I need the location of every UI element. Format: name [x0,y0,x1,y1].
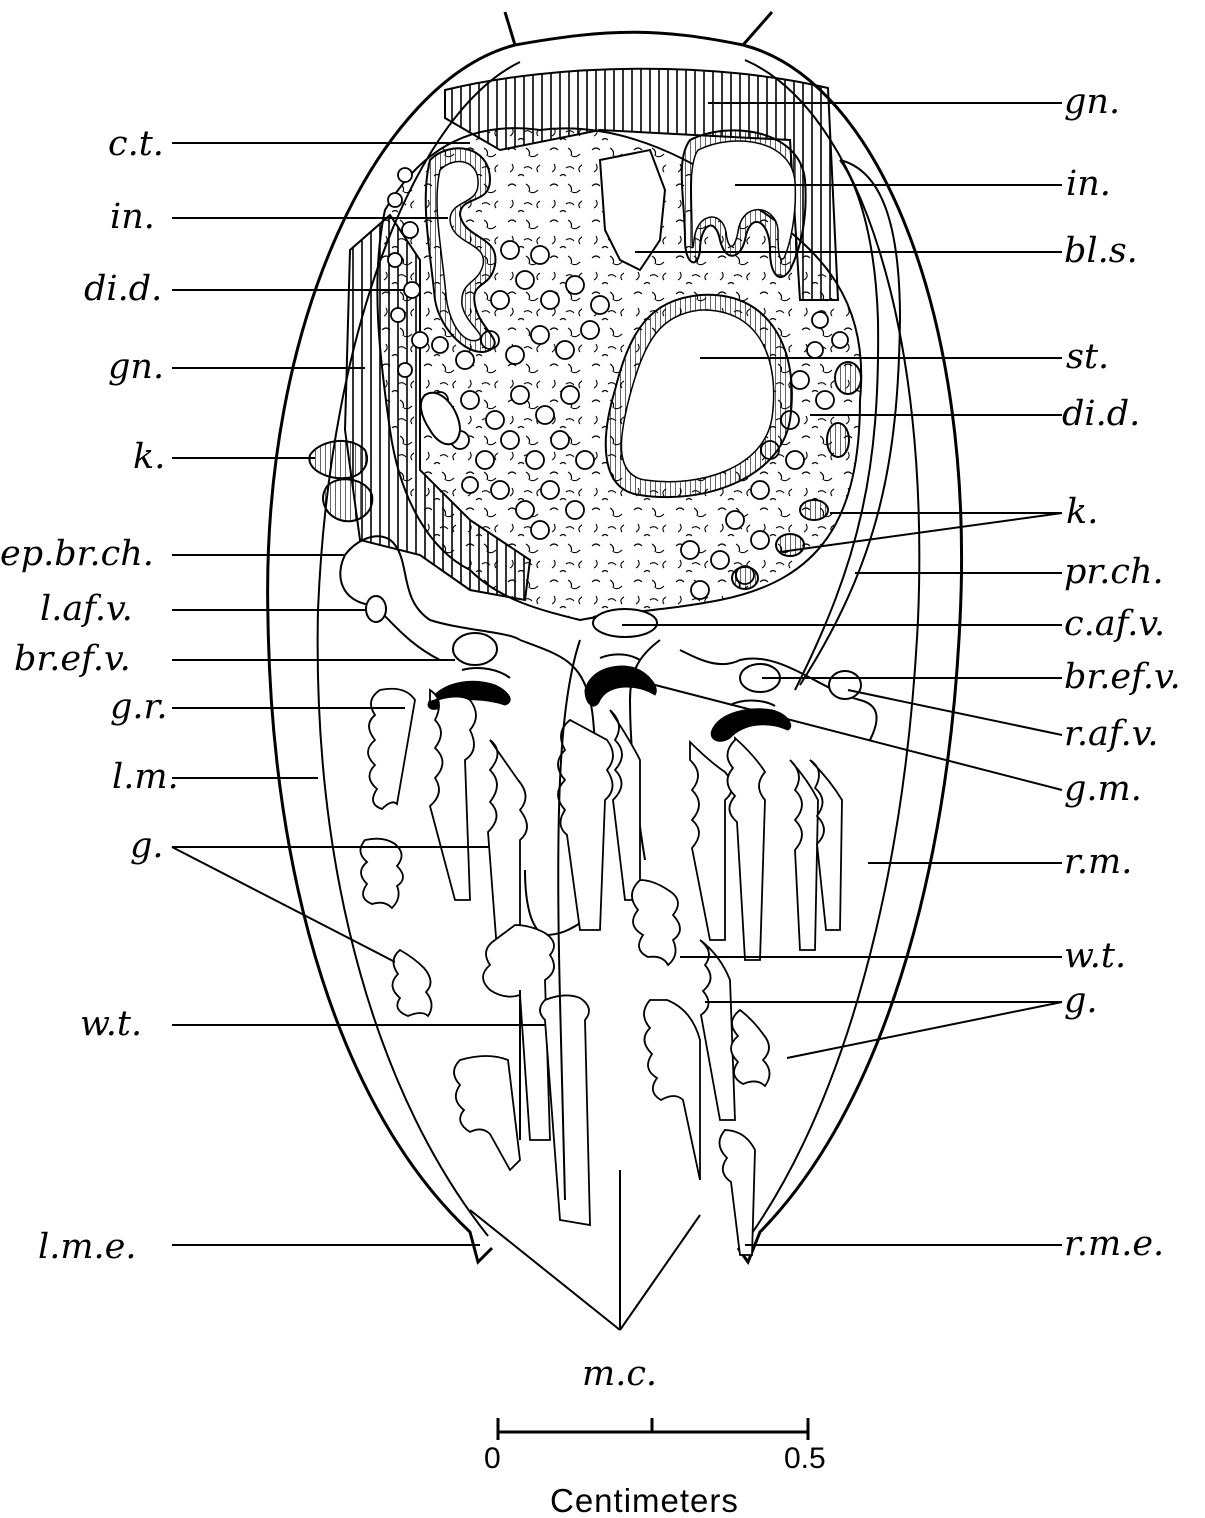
label-rm: r.m. [1064,842,1132,882]
scale-bar: 0 0.5 Centimeters [484,1418,826,1518]
label-gn-left: gn. [108,347,164,387]
label-did-left: di.d. [84,269,162,309]
label-did-right: di.d. [1062,394,1140,434]
label-in-left: in. [110,197,155,237]
label-gn-right: gn. [1064,82,1120,122]
label-k-right: k. [1066,492,1098,532]
label-mc: m.c. [582,1354,657,1394]
label-pr-ch: pr.ch. [1064,552,1164,592]
label-gm: g.m. [1064,769,1142,809]
label-wt-right: w.t. [1064,936,1126,976]
label-lm: l.m. [112,757,179,797]
scale-end-label: 0.5 [784,1442,826,1475]
label-lme: l.m.e. [38,1227,136,1267]
label-st: st. [1066,337,1109,377]
label-br-ef-v-left: br.ef.v. [14,639,131,679]
label-in-right: in. [1066,164,1111,204]
label-ep-br-ch: ep.br.ch. [0,534,154,574]
label-k-left: k. [133,437,165,477]
label-l-af-v: l.af.v. [40,589,133,629]
label-rme: r.m.e. [1064,1224,1164,1264]
scale-unit-label: Centimeters [550,1482,739,1518]
label-g-left: g. [130,826,164,866]
gills [360,689,842,1255]
label-c-af-v: c.af.v. [1064,604,1165,644]
label-br-ef-v-right: br.ef.v. [1064,657,1181,697]
label-wt-left: w.t. [80,1004,142,1044]
scale-start-label: 0 [484,1442,501,1475]
label-ct: c.t. [108,124,164,164]
label-r-af-v: r.af.v. [1064,714,1158,754]
label-g-right: g. [1064,981,1098,1021]
label-bl-s: bl.s. [1064,231,1138,271]
gill-rods [428,654,791,741]
label-gr: g.r. [110,687,168,727]
